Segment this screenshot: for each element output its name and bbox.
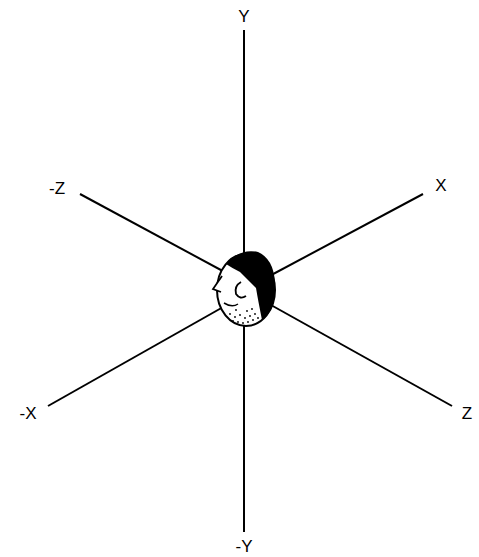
axis-label: -X	[20, 405, 37, 422]
axis-lines	[48, 30, 452, 532]
axis-label: Z	[462, 405, 472, 422]
axis-label: -Z	[49, 180, 65, 197]
axis-label: -Y	[236, 537, 253, 554]
head-figure	[213, 251, 275, 326]
axis-label: X	[435, 177, 446, 194]
axis-label: Y	[238, 8, 249, 25]
